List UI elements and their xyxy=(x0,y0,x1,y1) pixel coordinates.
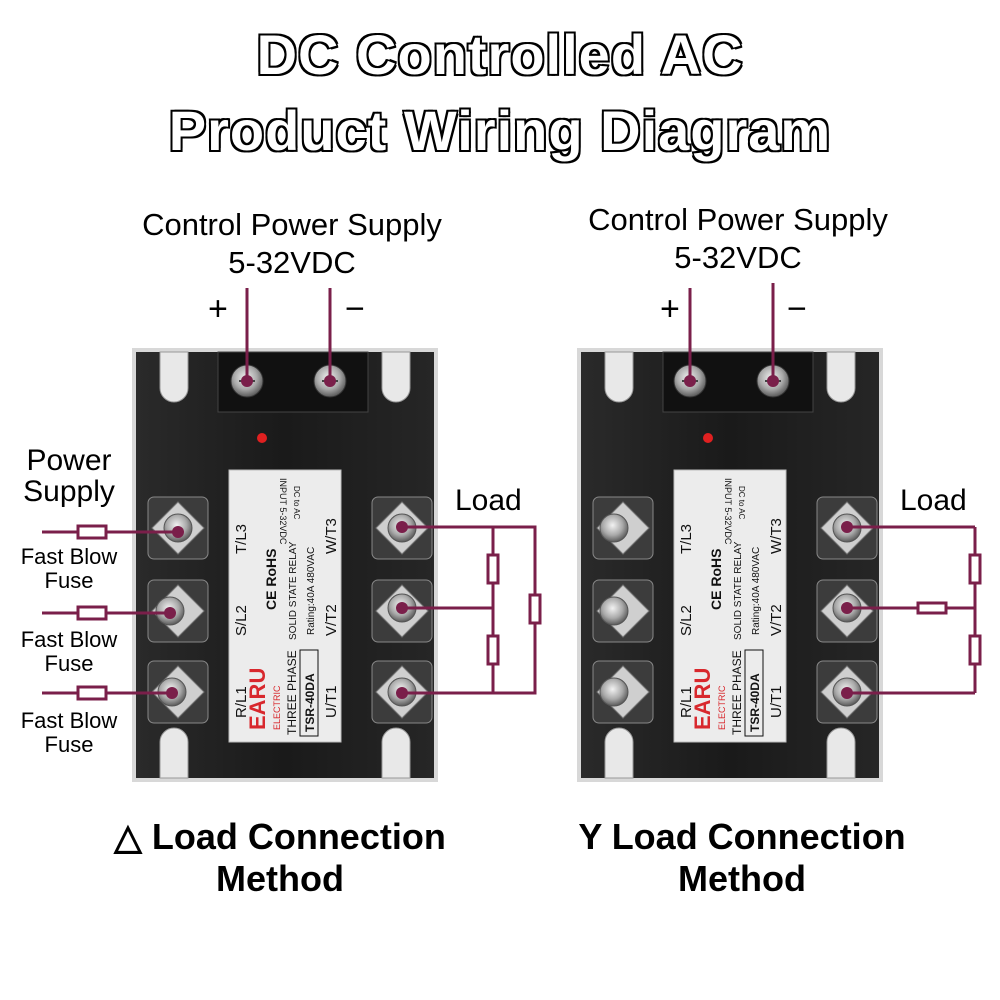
fuse-label-2-line2: Fuse xyxy=(44,651,94,676)
fuse-label-2-line1: Fast Blow xyxy=(20,627,118,652)
terminal-left-2 xyxy=(147,579,209,643)
terminal-label-t: T/L3 xyxy=(233,524,250,554)
terminal-left-2 xyxy=(592,579,654,643)
relay-input: INPUT 5-32VDC xyxy=(723,478,733,545)
left-plus-sign: + xyxy=(208,290,228,328)
right-method-line2: Method xyxy=(678,858,806,899)
wire-dots-left xyxy=(164,375,408,699)
power-supply-label: Power Supply xyxy=(4,445,134,507)
relay-brand: EARU xyxy=(690,668,715,730)
terminal-left-3 xyxy=(592,660,654,724)
terminal-label-v: V/T2 xyxy=(768,604,785,636)
fuse-label-3-line2: Fuse xyxy=(44,732,94,757)
fuse-label-1: Fast Blow Fuse xyxy=(4,545,134,593)
relay-rating: Rating:40A 480VAC xyxy=(306,547,317,635)
left-method-line2: Method xyxy=(216,858,344,899)
power-supply-line1: Power xyxy=(26,444,112,477)
title-line-2: Product Wiring Diagram xyxy=(167,98,832,164)
right-load-label: Load xyxy=(900,484,967,517)
power-supply-line2: Supply xyxy=(23,475,115,508)
right-control-supply-title: Control Power Supply xyxy=(588,202,888,237)
relay-input: INPUT 5-32VDC xyxy=(278,478,288,545)
left-load-label: Load xyxy=(455,484,522,517)
wire-dots-right xyxy=(684,375,853,699)
wires-right xyxy=(688,283,982,695)
fuse-label-2: Fast Blow Fuse xyxy=(4,628,134,676)
relay-left: EARU ELECTRIC THREE PHASE SOLID STATE RE… xyxy=(132,348,438,782)
terminal-label-v: V/T2 xyxy=(323,604,340,636)
right-method-label: Y Load Connection Method xyxy=(522,816,962,900)
relay-brand: EARU xyxy=(245,668,270,730)
terminal-label-u: U/T1 xyxy=(323,685,340,718)
fuse-label-3-line1: Fast Blow xyxy=(20,708,118,733)
right-minus-sign: − xyxy=(787,290,807,328)
relay-dc-to-ac: DC to AC xyxy=(737,486,746,520)
terminal-label-s: S/L2 xyxy=(678,605,695,636)
left-control-supply-label: Control Power Supply 5-32VDC xyxy=(92,206,492,282)
fuse-label-1-line2: Fuse xyxy=(44,568,94,593)
left-control-supply-title: Control Power Supply xyxy=(142,207,442,242)
terminal-label-r: R/L1 xyxy=(233,686,250,718)
terminal-left-1 xyxy=(592,496,654,560)
right-method-line1: Y Load Connection xyxy=(578,816,906,857)
left-control-supply-voltage: 5-32VDC xyxy=(228,245,356,280)
terminal-label-r: R/L1 xyxy=(678,686,695,718)
relay-model: TSR-40DA xyxy=(748,673,762,732)
relay-type-1: THREE PHASE xyxy=(730,650,744,735)
relay-brand-sub: ELECTRIC xyxy=(272,685,282,730)
terminal-label-w: W/T3 xyxy=(768,518,785,554)
right-control-supply-voltage: 5-32VDC xyxy=(674,240,802,275)
terminal-label-s: S/L2 xyxy=(233,605,250,636)
fuse-label-3: Fast Blow Fuse xyxy=(4,709,134,757)
relay-right: EARU ELECTRIC THREE PHASE SOLID STATE RE… xyxy=(577,348,883,782)
relay-model: TSR-40DA xyxy=(303,673,317,732)
terminal-label-t: T/L3 xyxy=(678,524,695,554)
wires-left xyxy=(42,288,542,701)
title-line-1: DC Controlled AC xyxy=(255,22,744,88)
relay-type-1: THREE PHASE xyxy=(285,650,299,735)
terminal-label-w: W/T3 xyxy=(323,518,340,554)
right-control-supply-label: Control Power Supply 5-32VDC xyxy=(538,201,938,277)
relay-type-2: SOLID STATE RELAY xyxy=(733,541,744,640)
relay-type-2: SOLID STATE RELAY xyxy=(288,541,299,640)
left-minus-sign: − xyxy=(345,290,365,328)
relay-rating: Rating:40A 480VAC xyxy=(751,547,762,635)
left-method-label: △ Load Connection Method xyxy=(60,816,500,900)
fuse-label-1-line1: Fast Blow xyxy=(20,544,118,569)
left-method-line1: △ Load Connection xyxy=(114,816,446,857)
right-plus-sign: + xyxy=(660,290,680,328)
relay-dc-to-ac: DC to AC xyxy=(292,486,301,520)
terminal-label-u: U/T1 xyxy=(768,685,785,718)
relay-brand-sub: ELECTRIC xyxy=(717,685,727,730)
relay-certs: CE RoHS xyxy=(263,549,279,610)
relay-certs: CE RoHS xyxy=(708,549,724,610)
terminal-left-3 xyxy=(147,660,209,724)
